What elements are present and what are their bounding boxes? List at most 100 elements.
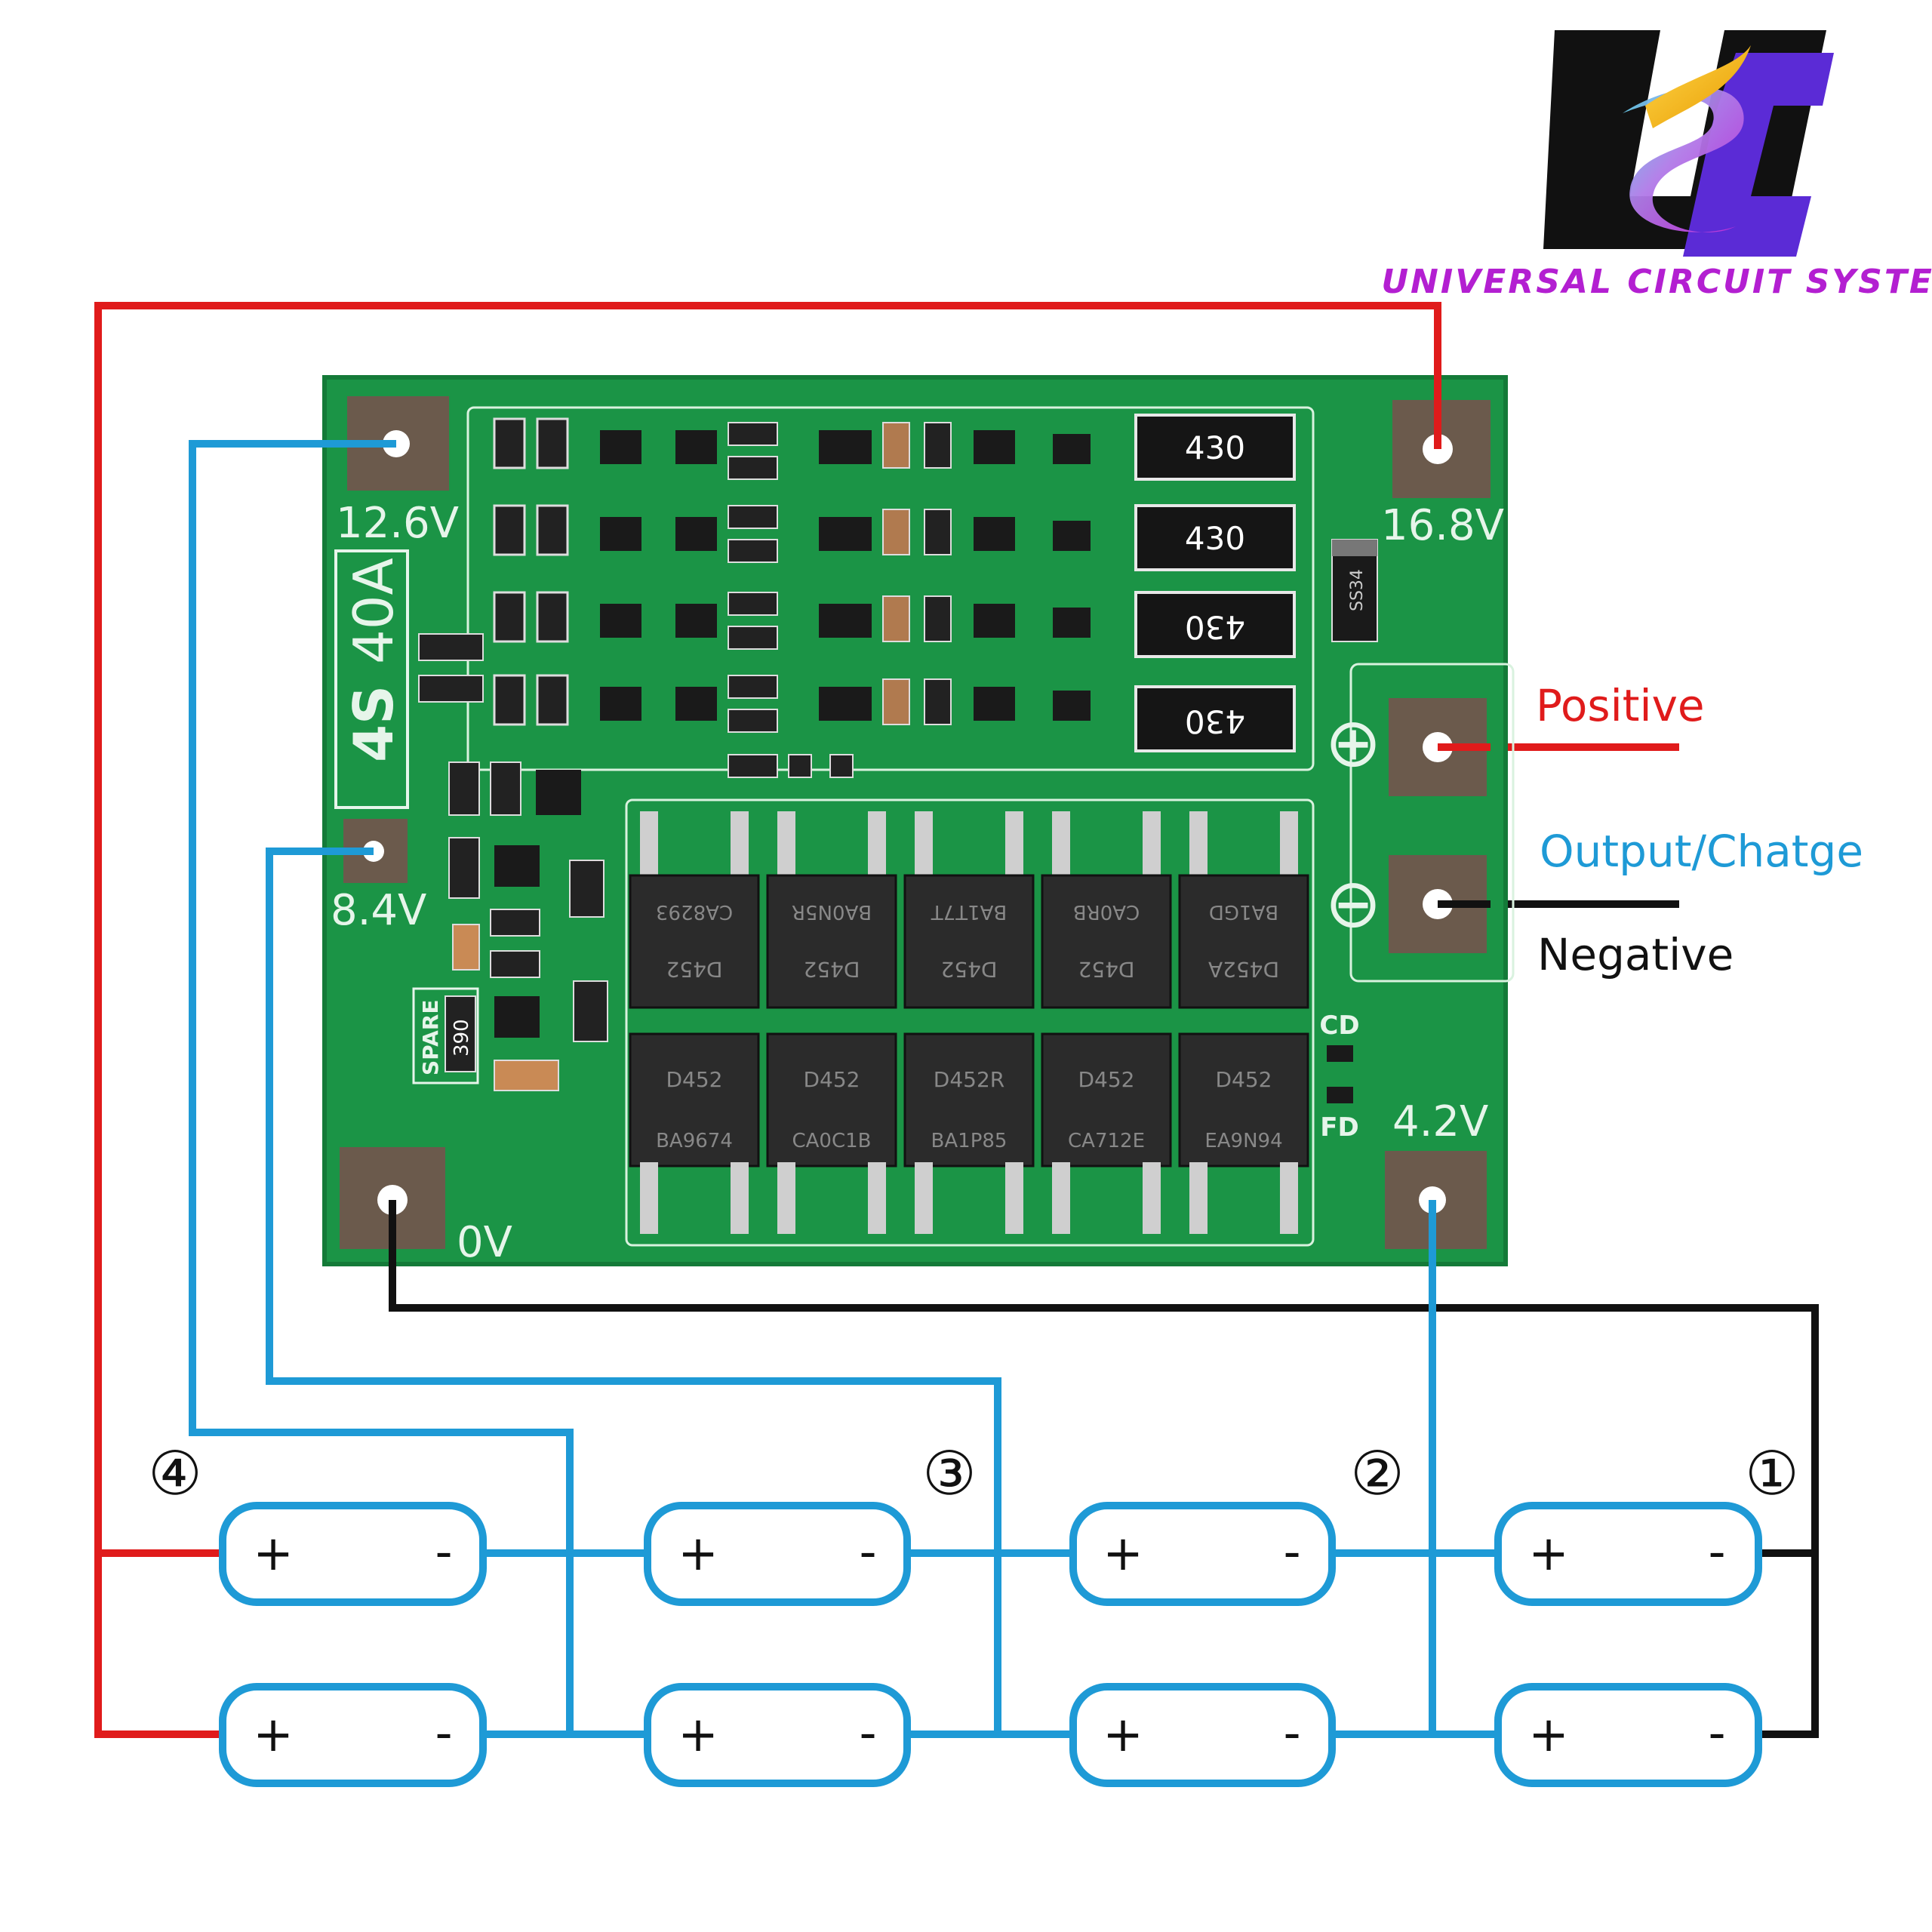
model-bottom: 40A: [342, 558, 405, 664]
spare-box: [412, 987, 479, 1084]
spare-label: SPARE: [418, 1000, 443, 1075]
mosfet-top-4-code: CA0RB: [1073, 900, 1140, 923]
cell-3b-plus: +: [678, 1707, 718, 1763]
cell-2a: + -: [1069, 1502, 1336, 1606]
mosfet-top-4-part: D452: [1078, 957, 1134, 982]
mosfet-top-3-code: BA1T7T: [931, 900, 1008, 923]
mosfet-bottom-3-code: BA1P85: [931, 1130, 1008, 1152]
balance-rows: 430 430: [493, 414, 1296, 778]
label-4v2: 4.2V: [1392, 1097, 1488, 1146]
label-16v8: 16.8V: [1381, 501, 1504, 550]
legend: Positive Output/Chatge Negative: [1536, 680, 1863, 980]
cell-2a-plus: +: [1103, 1526, 1143, 1582]
pcb-silk-right: [1349, 663, 1515, 983]
cell-1b: + -: [1494, 1683, 1762, 1787]
model-top: 4S: [342, 685, 405, 762]
group-label-1: ①: [1745, 1438, 1799, 1509]
cell-1b-plus: +: [1528, 1707, 1569, 1763]
cell-2b: + -: [1069, 1683, 1336, 1787]
group-label-4: ④: [148, 1438, 202, 1509]
legend-output: Output/Chatge: [1540, 826, 1863, 877]
mosfet-bottom-4-code: CA712E: [1068, 1130, 1145, 1152]
mosfet-top-2-code: BA0N5R: [792, 900, 872, 923]
legend-positive: Positive: [1536, 680, 1705, 731]
shunt-resistor-4: [1134, 685, 1296, 752]
mosfet-bottom-2-part: D452: [803, 1067, 860, 1092]
brand-logo: UNIVERSAL CIRCUIT SYSTEM: [1381, 30, 1932, 301]
mosfet-top-5: BA1GD D452A: [1178, 811, 1309, 1009]
mosfets-bottom: D452 BA9674 D452 CA0C1B D452R BA1P85 D45…: [629, 1032, 1309, 1234]
mosfet-top-3-part: D452: [940, 957, 997, 982]
mosfet-top-1: CA8293 D452: [629, 811, 760, 1009]
pcb-silk-mosfet-area: [625, 798, 1315, 1247]
group-label-2: ②: [1350, 1438, 1404, 1509]
mosfet-top-1-code: CA8293: [656, 900, 733, 923]
cell-1a-plus: +: [1528, 1526, 1569, 1582]
pcb-silk-border: [466, 406, 1315, 771]
label-0v: 0V: [457, 1218, 512, 1267]
black-wire-0v: [389, 1200, 1819, 1738]
logo-ribbon: [1623, 88, 1744, 232]
shunt-label-3: 430: [1185, 609, 1245, 646]
mosfet-top-1-part: D452: [666, 957, 722, 982]
mosfet-top-4: CA0RB D452: [1041, 811, 1172, 1009]
label-8v4: 8.4V: [331, 886, 426, 935]
mosfet-bottom-1-part: D452: [666, 1067, 722, 1092]
spare-value: 390: [451, 1019, 473, 1057]
mosfet-bottom-5-part: D452: [1215, 1067, 1272, 1092]
battery-cells: ④ ③ ② ① + - + - + - + - + -: [148, 1438, 1799, 1787]
cell-4a: + -: [219, 1502, 487, 1606]
cell-1a: + -: [1494, 1502, 1762, 1606]
shunt-label-1: 430: [1185, 429, 1245, 466]
mosfet-top-2-part: D452: [803, 957, 860, 982]
cd-label: CD: [1319, 1011, 1359, 1041]
mosfet-bottom-3-part: D452R: [934, 1067, 1004, 1092]
cell-1a-minus: -: [1708, 1524, 1725, 1580]
legend-negative: Negative: [1537, 929, 1734, 980]
shunt-label-4: 430: [1185, 703, 1245, 740]
shunt-resistor-1: [1134, 414, 1296, 481]
mosfet-bottom-5: D452 EA9N94: [1178, 1032, 1309, 1234]
cell-4b-plus: +: [253, 1707, 294, 1763]
left-components: SPARE 390: [412, 633, 608, 1091]
cell-4a-plus: +: [253, 1526, 294, 1582]
mosfet-bottom-4-part: D452: [1078, 1067, 1134, 1092]
mosfet-top-2: BA0N5R D452: [766, 811, 897, 1009]
shunt-label-2: 430: [1185, 520, 1245, 557]
mosfet-top-5-code: BA1GD: [1209, 900, 1278, 923]
mosfet-top-3: BA1T7T D452: [903, 811, 1035, 1009]
mosfet-bottom-4: D452 CA712E: [1041, 1032, 1172, 1234]
model-badge-box: [334, 549, 409, 809]
mosfet-top-5-part: D452A: [1208, 957, 1279, 982]
mosfet-bottom-5-code: EA9N94: [1204, 1130, 1282, 1152]
shunt-resistor-2: [1134, 504, 1296, 571]
balance-row-2: 430: [493, 504, 1296, 571]
cell-2b-minus: -: [1283, 1706, 1300, 1761]
diode-label: SS34: [1348, 569, 1367, 611]
mosfet-bottom-1-code: BA9674: [656, 1130, 733, 1152]
cell-2b-plus: +: [1103, 1707, 1143, 1763]
cell-3a-plus: +: [678, 1526, 718, 1582]
cell-1b-minus: -: [1708, 1706, 1725, 1761]
logo-gold-stroke: [1645, 45, 1751, 128]
balance-row-1: 430: [493, 414, 1296, 481]
mosfet-bottom-2-code: CA0C1B: [792, 1130, 871, 1152]
balance-row-3: 430: [493, 591, 1296, 658]
fd-label: FD: [1320, 1112, 1358, 1143]
cell-3a: + -: [644, 1502, 911, 1606]
balance-row-4: 430: [493, 674, 1296, 752]
cell-3a-minus: -: [859, 1524, 876, 1580]
pcb-board: 4S 40A 430: [322, 375, 1515, 1267]
mosfets-top: CA8293 D452 BA0N5R D452 BA1T7T D452 CA0R…: [629, 811, 1309, 1009]
wire-stubs: [192, 306, 1491, 1308]
diode: SS34: [1331, 539, 1378, 642]
cell-4a-minus: -: [435, 1524, 452, 1580]
cell-3b: + -: [644, 1683, 911, 1787]
brand-name: UNIVERSAL CIRCUIT SYSTEM: [1381, 263, 1932, 301]
cell-4b-minus: -: [435, 1706, 452, 1761]
mosfet-bottom-1: D452 BA9674: [629, 1032, 760, 1234]
minus-symbol: ⊖: [1324, 864, 1381, 943]
cell-3b-minus: -: [859, 1706, 876, 1761]
cell-2a-minus: -: [1283, 1524, 1300, 1580]
